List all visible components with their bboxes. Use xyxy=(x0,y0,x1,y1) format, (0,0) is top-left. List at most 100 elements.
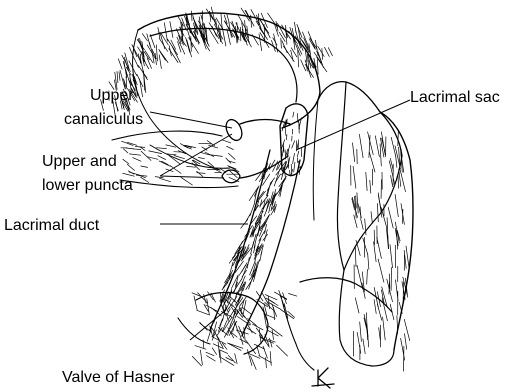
hatch-stroke xyxy=(247,257,249,268)
hatch-stroke xyxy=(192,163,200,170)
hatch-stroke xyxy=(279,32,285,41)
hatch-stroke xyxy=(223,274,231,289)
hatch-stroke xyxy=(209,28,219,43)
hatch-stroke xyxy=(166,145,176,147)
maxillary-wall xyxy=(300,112,413,371)
hatch-stroke xyxy=(155,177,163,178)
hatch-stroke xyxy=(129,154,140,155)
hatch-stroke xyxy=(220,319,223,327)
label-lacrimal-sac: Lacrimal sac xyxy=(410,89,500,106)
hatch-stroke xyxy=(200,350,202,365)
hatch-stroke xyxy=(368,254,369,270)
hatch-stroke xyxy=(192,356,201,366)
hatch-stroke xyxy=(249,187,258,201)
label-puncta-line2: lower puncta xyxy=(42,177,133,194)
hatch-stroke xyxy=(293,153,295,163)
hatch-stroke xyxy=(178,42,181,53)
hatch-stroke xyxy=(198,158,204,159)
hatch-stroke xyxy=(272,330,273,340)
hatch-stroke xyxy=(354,215,357,228)
hatch-stroke xyxy=(388,207,393,228)
hatch-stroke xyxy=(367,313,368,334)
hatch-stroke xyxy=(142,34,147,41)
hatch-stroke xyxy=(383,317,386,340)
hatch-stroke xyxy=(355,298,359,313)
hatch-stroke xyxy=(126,148,133,149)
hatch-stroke xyxy=(127,164,134,170)
hatch-stroke xyxy=(382,138,385,151)
hatch-stroke xyxy=(159,55,161,69)
hatch-stroke xyxy=(259,356,272,363)
hatch-stroke xyxy=(253,324,263,330)
hatch-stroke xyxy=(141,166,148,167)
hatch-stroke xyxy=(170,22,173,38)
hatch-stroke xyxy=(370,180,371,193)
leader-upper-punctum xyxy=(160,134,232,176)
hatch-stroke xyxy=(328,48,332,56)
hatch-stroke xyxy=(189,24,190,34)
hatch-stroke xyxy=(230,332,237,337)
hatch-stroke xyxy=(123,159,129,164)
artist-signature-mark xyxy=(312,368,334,388)
hatch-stroke xyxy=(398,132,399,146)
hatch-stroke xyxy=(206,352,214,356)
hatch-stroke xyxy=(269,205,271,213)
hatch-stroke xyxy=(220,351,221,363)
hatch-stroke xyxy=(405,334,407,350)
hatch-stroke xyxy=(252,35,258,45)
hatch-stroke xyxy=(226,300,232,307)
label-upper-canaliculus-line2: canaliculus xyxy=(64,111,143,128)
hatch-stroke xyxy=(356,196,357,208)
hatch-stroke xyxy=(158,156,166,160)
hatch-stroke xyxy=(219,350,227,354)
hatch-stroke xyxy=(361,219,364,230)
hatch-stroke xyxy=(245,226,253,238)
hatch-stroke xyxy=(263,346,267,358)
hatch-stroke xyxy=(194,296,197,310)
hatch-stroke xyxy=(195,346,206,350)
hatch-stroke xyxy=(286,135,287,140)
hatch-stroke xyxy=(301,60,306,71)
hatch-stroke xyxy=(159,161,170,166)
hatch-stroke xyxy=(256,192,264,202)
hatch-stroke xyxy=(378,259,384,282)
hatch-stroke xyxy=(281,140,285,150)
hatch-stroke xyxy=(135,147,144,148)
hatch-stroke xyxy=(259,34,262,51)
hatch-stroke xyxy=(398,174,399,189)
hatch-stroke xyxy=(298,50,299,67)
hatch-stroke xyxy=(191,37,192,52)
hatch-stroke xyxy=(233,323,235,332)
hatch-stroke xyxy=(374,242,377,262)
hatch-stroke xyxy=(140,79,143,97)
hatch-stroke xyxy=(133,158,141,162)
hatch-stroke xyxy=(317,60,318,75)
hatch-stroke xyxy=(357,193,358,214)
hatch-stroke xyxy=(290,170,291,175)
hatch-stroke xyxy=(380,144,381,166)
hatch-stroke xyxy=(227,146,234,149)
hatch-stroke xyxy=(265,224,267,233)
hatch-stroke xyxy=(367,269,368,284)
lacrimal-sac xyxy=(280,104,308,180)
hatch-stroke xyxy=(169,46,171,56)
hatch-stroke xyxy=(360,322,362,342)
hatch-stroke xyxy=(228,153,235,159)
hatch-stroke xyxy=(234,282,238,292)
hatch-stroke xyxy=(390,245,393,268)
hatch-stroke xyxy=(160,178,171,181)
hatch-stroke xyxy=(368,132,374,155)
hatch-stroke xyxy=(359,134,363,157)
hatch-stroke xyxy=(181,177,193,185)
hatch-stroke xyxy=(279,176,286,186)
hatch-stroke xyxy=(294,162,295,172)
hatch-stroke xyxy=(191,11,192,21)
hatch-stroke xyxy=(277,345,288,356)
hatch-stroke xyxy=(118,59,122,69)
hatch-stroke xyxy=(268,13,278,28)
hatch-stroke xyxy=(360,207,361,218)
hatch-stroke xyxy=(379,328,381,340)
hatch-stroke xyxy=(366,172,367,190)
hatch-stroke xyxy=(119,72,120,81)
